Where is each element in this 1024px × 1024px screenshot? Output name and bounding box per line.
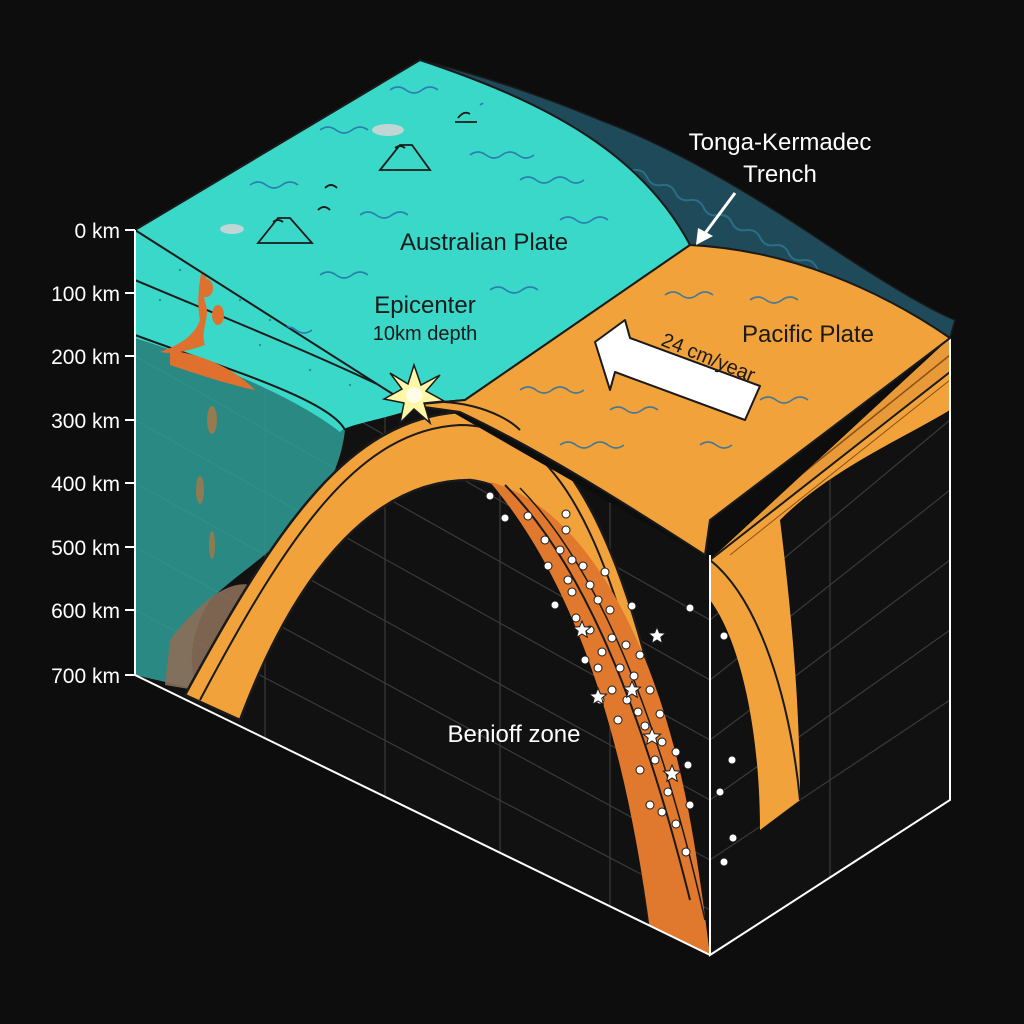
epicenter-depth-label: 10km depth	[373, 323, 478, 345]
earthquake-dot	[621, 640, 631, 650]
ocean-waves	[249, 86, 609, 334]
earthquake-dot	[561, 509, 571, 519]
earthquake-dot	[715, 787, 725, 797]
earthquake-dot	[671, 819, 681, 829]
trench-pointer-arrow	[696, 192, 737, 245]
earthquake-dot	[540, 535, 550, 545]
earthquake-dot	[567, 587, 577, 597]
epicenter-star[interactable]	[381, 362, 447, 426]
earthquake-star	[572, 619, 592, 639]
pacific-plate-surface[interactable]	[409, 243, 952, 557]
earthquake-dot	[627, 601, 637, 611]
earthquake-dot	[485, 491, 495, 501]
depth-label-500: 500 km	[51, 537, 120, 560]
epicenter-label: Epicenter	[374, 292, 475, 319]
earthquake-star	[662, 763, 682, 783]
earthquake-dot	[597, 647, 607, 657]
earthquake-dot	[645, 800, 655, 810]
earthquake-star	[642, 726, 662, 746]
earthquake-star	[588, 686, 608, 706]
earthquake-dot	[671, 747, 681, 757]
trench-label-line1: Tonga-Kermadec	[689, 129, 872, 156]
earthquake-dot	[728, 833, 738, 843]
earthquake-dot	[580, 655, 590, 665]
earthquake-dot	[571, 613, 581, 623]
earthquake-dot	[685, 800, 695, 810]
depth-label-400: 400 km	[51, 473, 120, 496]
australian-plate-surface[interactable]	[133, 58, 692, 407]
earthquake-dot	[645, 685, 655, 695]
earthquake-dot	[685, 603, 695, 613]
earthquake-dot	[607, 685, 617, 695]
benioff-zone-label: Benioff zone	[448, 721, 581, 748]
earthquake-dot	[727, 755, 737, 765]
plate-motion-arrow	[594, 319, 761, 421]
earthquake-dot	[629, 671, 639, 681]
depth-label-0: 0 km	[74, 220, 120, 243]
earthquake-dot	[719, 857, 729, 867]
earthquake-star	[622, 679, 642, 699]
earthquake-dot	[683, 760, 693, 770]
depth-label-200: 200 km	[51, 346, 120, 369]
earthquake-dot	[605, 605, 615, 615]
earthquake-dot	[657, 737, 667, 747]
earthquake-dot	[655, 709, 665, 719]
earthquake-dot	[550, 600, 560, 610]
earthquake-dot	[543, 561, 553, 571]
earthquake-dot	[500, 513, 510, 523]
earthquake-dot	[615, 663, 625, 673]
earthquake-dot	[555, 545, 565, 555]
volcano-islands	[256, 111, 477, 244]
australian-plate-label: Australian Plate	[400, 229, 568, 256]
earthquake-dot	[593, 595, 603, 605]
earthquake-dot	[613, 715, 623, 725]
earthquake-dot	[635, 765, 645, 775]
pacific-plate-label: Pacific Plate	[742, 321, 874, 348]
depth-label-300: 300 km	[51, 410, 120, 433]
earthquake-dot	[681, 847, 691, 857]
earthquake-dot	[635, 650, 645, 660]
earthquake-dot	[578, 561, 588, 571]
depth-label-100: 100 km	[51, 283, 120, 306]
trench-label-line2: Trench	[743, 161, 817, 188]
earthquake-dot	[640, 721, 650, 731]
earthquake-dot	[600, 567, 610, 577]
slab-interior	[490, 482, 710, 955]
earthquake-dot	[607, 633, 617, 643]
mantle-wedge	[135, 335, 345, 690]
earthquake-dot	[719, 631, 729, 641]
depth-axis: 0 km 100 km 200 km 300 km 400 km 500 km …	[51, 220, 136, 688]
earthquake-dot	[657, 807, 667, 817]
earthquake-dot	[563, 575, 573, 585]
benioff-earthquakes	[485, 491, 738, 867]
cross-section-right-face	[710, 338, 950, 955]
depth-label-600: 600 km	[51, 600, 120, 623]
depth-label-700: 700 km	[51, 665, 120, 688]
earthquake-star	[647, 625, 667, 645]
earthquake-dot	[567, 555, 577, 565]
earthquake-dot	[585, 580, 595, 590]
cross-section-left-face	[135, 230, 710, 955]
earthquake-dot	[593, 663, 603, 673]
earthquake-dot	[523, 511, 533, 521]
magma-plume	[160, 255, 255, 559]
earthquake-dot	[650, 755, 660, 765]
earthquake-dot	[561, 525, 571, 535]
earthquake-dot	[633, 707, 643, 717]
earthquake-dot	[663, 787, 673, 797]
pacific-waves	[519, 291, 809, 449]
